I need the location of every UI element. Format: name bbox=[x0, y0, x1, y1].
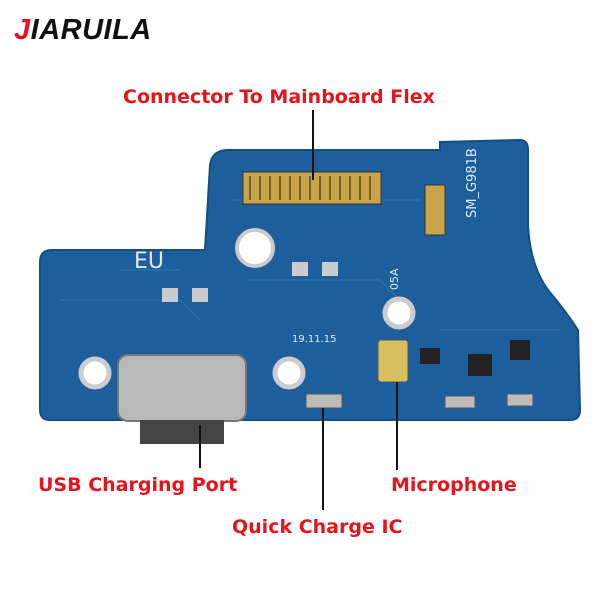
small-connector bbox=[424, 184, 446, 236]
quick-charge-label: Quick Charge IC bbox=[232, 516, 403, 538]
quick-charge-chip bbox=[305, 393, 343, 409]
mount-hole bbox=[272, 356, 306, 390]
microphone-component bbox=[377, 339, 409, 383]
callout-lines bbox=[199, 110, 398, 510]
brand-logo: JIARUILA bbox=[14, 14, 152, 47]
usb-c-port bbox=[117, 354, 247, 422]
board-text-date: 19.11.15 bbox=[292, 334, 337, 345]
microphone-label: Microphone bbox=[391, 474, 517, 496]
board-text-code: 05A bbox=[388, 268, 401, 290]
usb-label: USB Charging Port bbox=[38, 474, 238, 496]
board-text-model: SM_G981B bbox=[465, 148, 480, 218]
mount-hole bbox=[382, 296, 416, 330]
logo-letter-j: J bbox=[14, 14, 31, 46]
connector-label: Connector To Mainboard Flex bbox=[123, 86, 435, 108]
board-text-region: EU bbox=[134, 249, 164, 274]
logo-text: IARUILA bbox=[30, 14, 152, 46]
mount-hole bbox=[78, 356, 112, 390]
mount-hole bbox=[235, 228, 275, 268]
